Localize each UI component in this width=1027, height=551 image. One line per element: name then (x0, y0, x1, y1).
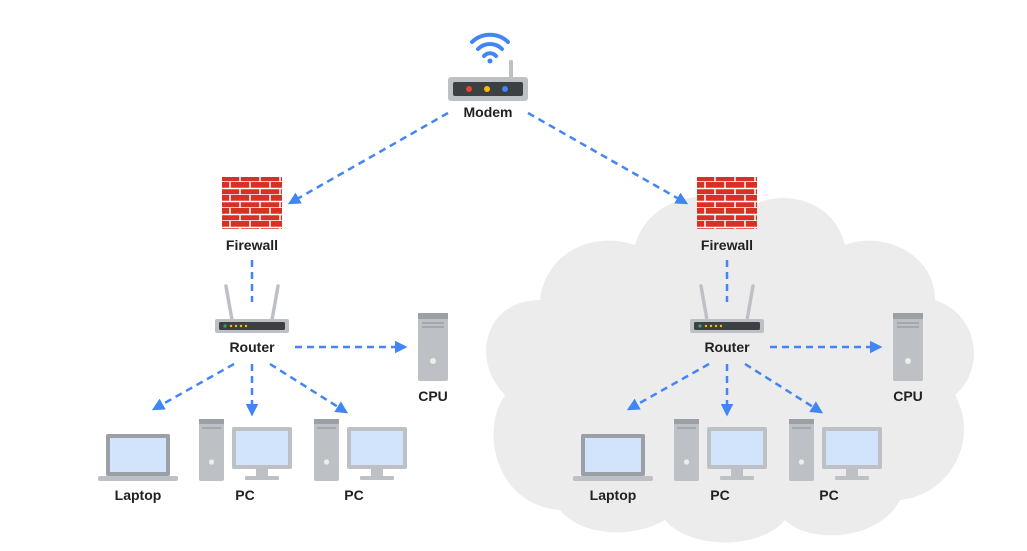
desktop-pc-icon (674, 419, 767, 481)
router-label: Router (704, 339, 750, 355)
desktop-pc-icon (199, 419, 292, 481)
laptop-label: Laptop (590, 487, 637, 503)
pc2-label: PC (344, 487, 363, 503)
pc1-label: PC (235, 487, 254, 503)
cpu-tower-icon (893, 313, 923, 381)
firewall-label: Firewall (701, 237, 753, 253)
firewall-icon (697, 177, 757, 229)
link-router-laptop (626, 362, 710, 411)
firewall-label: Firewall (226, 237, 278, 253)
cpu-tower-icon (418, 313, 448, 381)
firewall-icon (222, 177, 282, 229)
desktop-pc-icon (314, 419, 407, 481)
laptop-icon (573, 434, 653, 481)
link-modem-firewall-right (527, 111, 689, 205)
modem-icon (448, 60, 528, 101)
router-icon (215, 284, 289, 333)
pc1-label: PC (710, 487, 729, 503)
router-icon (690, 284, 764, 333)
network-right: Firewall Router CPU (573, 177, 923, 503)
laptop-icon (98, 434, 178, 481)
laptop-label: Laptop (115, 487, 162, 503)
pc2-label: PC (819, 487, 838, 503)
network-left: Firewall Router CPU (98, 177, 448, 503)
cpu-label: CPU (418, 388, 448, 404)
link-modem-firewall-left (287, 111, 449, 205)
modem-label: Modem (464, 104, 513, 120)
cpu-label: CPU (893, 388, 923, 404)
link-router-pc2 (269, 362, 349, 414)
wifi-dot (487, 58, 493, 64)
wifi-icon (470, 32, 510, 58)
router-label: Router (229, 339, 275, 355)
link-router-laptop (151, 362, 235, 411)
link-router-pc2 (744, 362, 824, 414)
desktop-pc-icon (789, 419, 882, 481)
